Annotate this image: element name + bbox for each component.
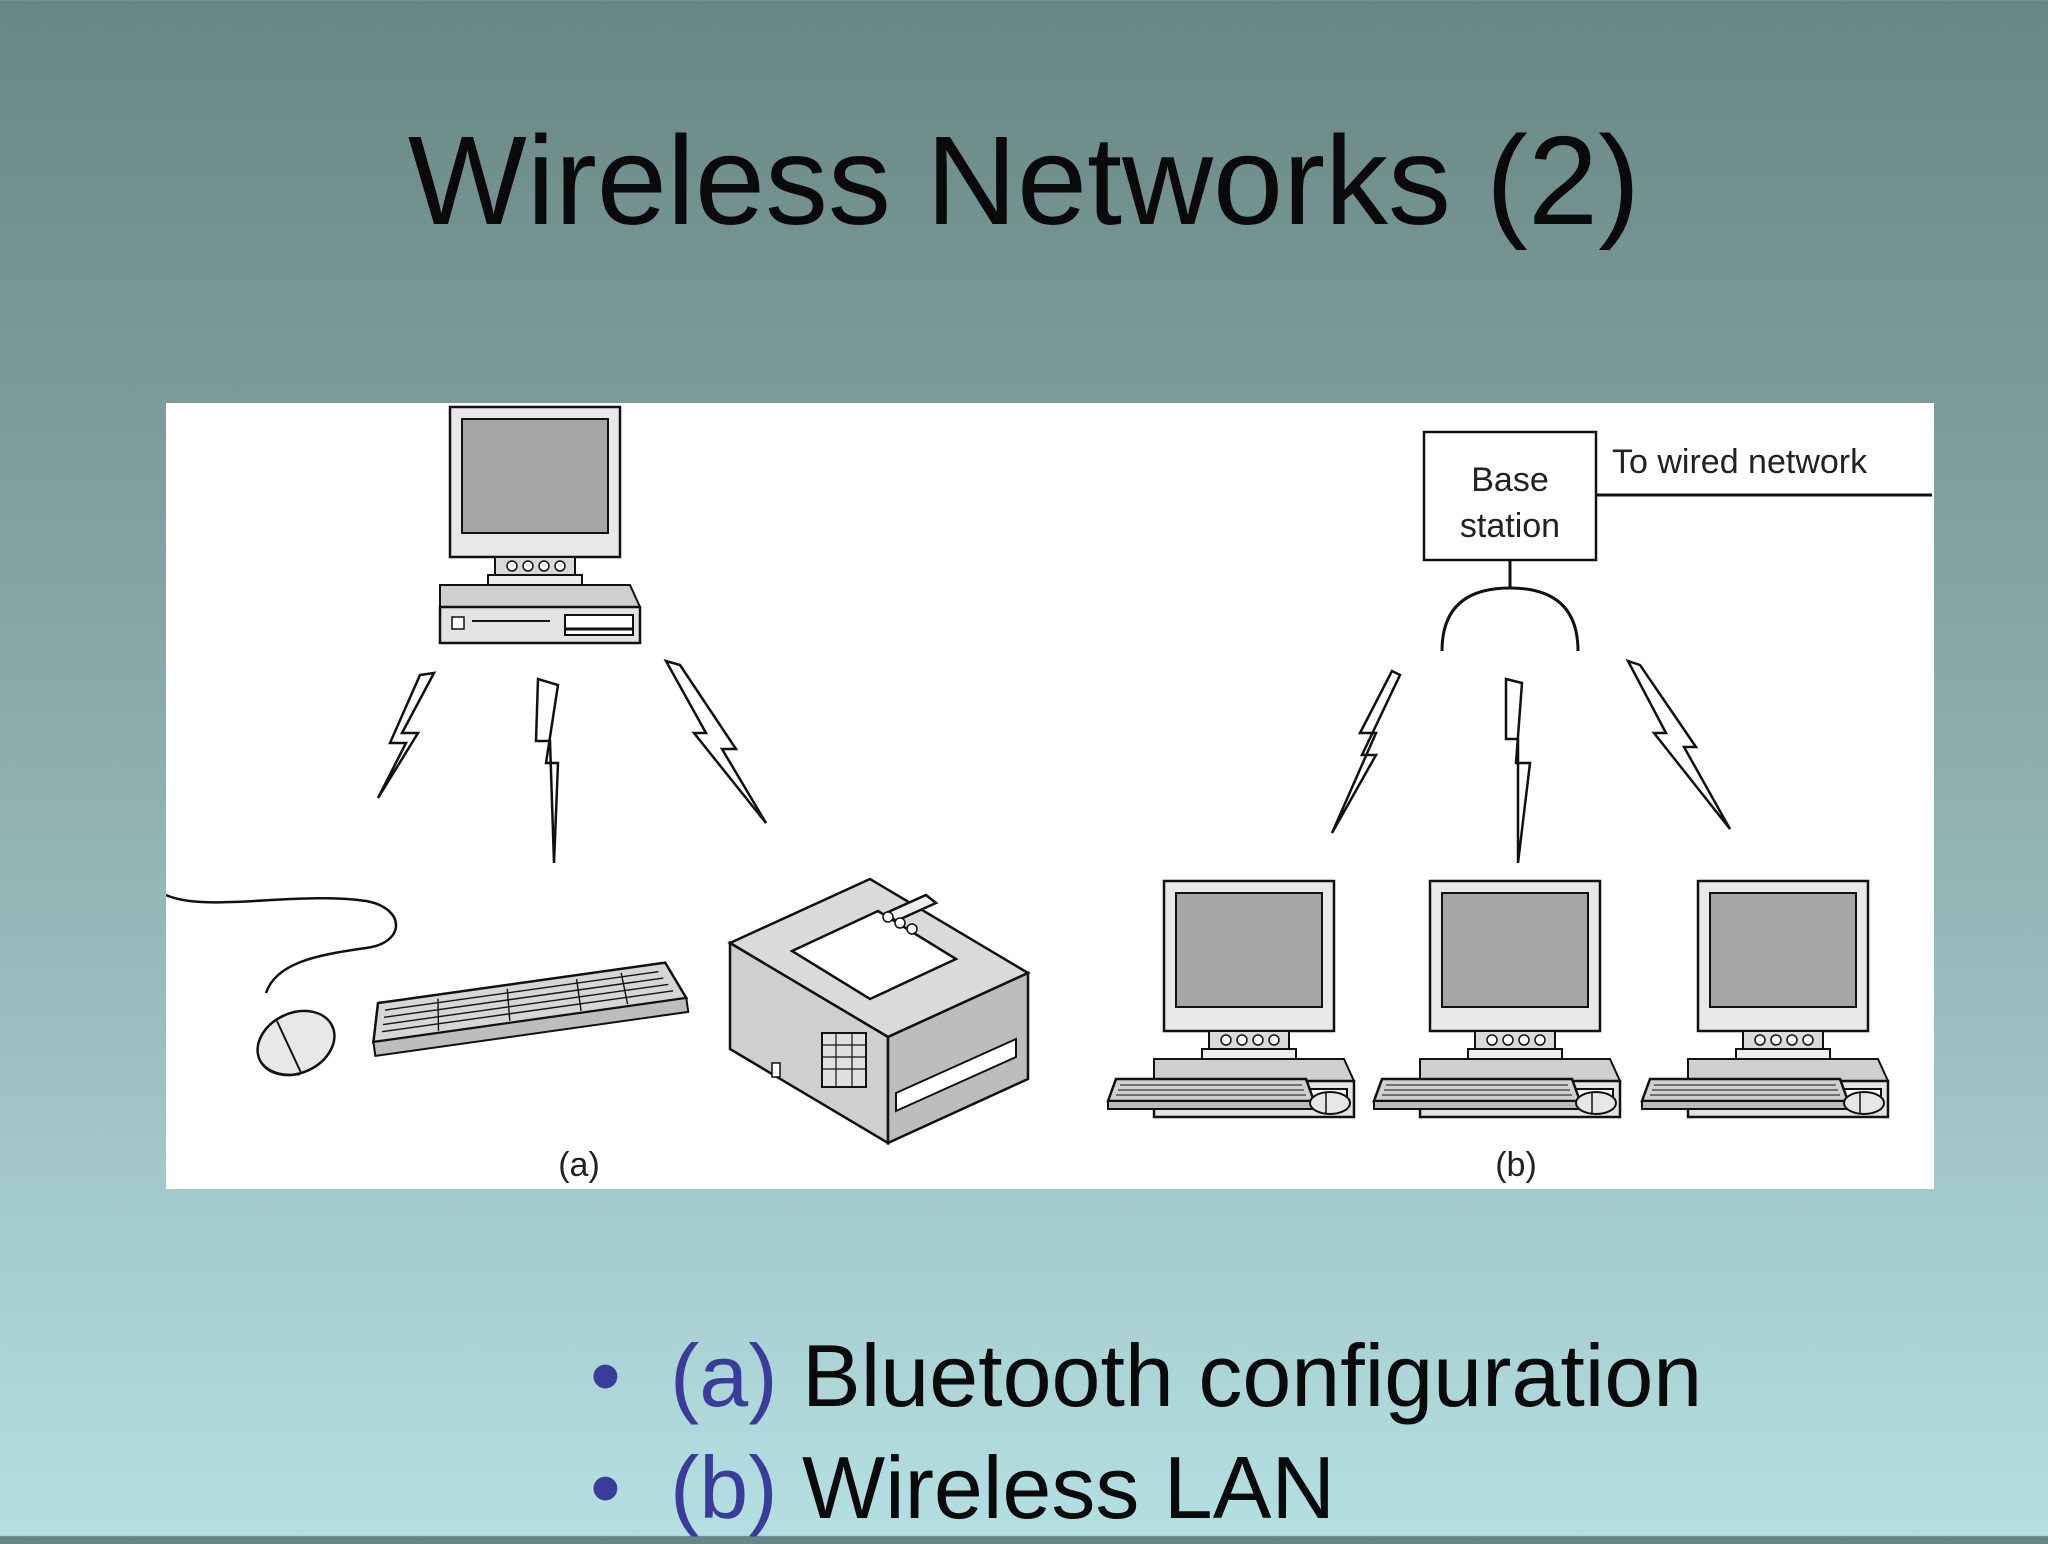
wireless-diagram: (a) Base station To wired network (166, 403, 1934, 1189)
bullet-item: • (b) Wireless LAN (590, 1432, 1702, 1544)
lightning-bolt (1330, 669, 1402, 834)
slide-title: Wireless Networks (2) (407, 110, 1641, 251)
lightning-bolt (663, 658, 768, 824)
workstation (1640, 879, 1890, 1119)
panel-a-caption: (a) (558, 1146, 600, 1184)
bullet-tag: (b) (670, 1438, 778, 1537)
keyboard (371, 961, 690, 1058)
panel-b-caption: (b) (1495, 1146, 1537, 1184)
bullet-tag: (a) (670, 1326, 778, 1425)
lightning-bolt (1504, 677, 1532, 864)
bullet-text: Bluetooth configuration (777, 1326, 1703, 1425)
base-station-box (1422, 430, 1598, 562)
lightning-bolt (534, 677, 560, 864)
antenna (1440, 560, 1580, 652)
workstation (1372, 879, 1622, 1119)
bullet-marker: • (590, 1326, 621, 1425)
panel-a-computer (438, 405, 642, 645)
base-station-label-line1: Base (1471, 461, 1549, 499)
printer (727, 877, 1031, 1146)
bullet-text: Wireless LAN (777, 1438, 1335, 1537)
bullet-list: • (a) Bluetooth configuration • (b) Wirele… (590, 1320, 1702, 1544)
lightning-bolt (376, 671, 437, 799)
workstation (1106, 879, 1356, 1119)
bullet-marker: • (590, 1438, 621, 1537)
lightning-bolt (1625, 658, 1732, 830)
bullet-item: • (a) Bluetooth configuration (590, 1320, 1702, 1432)
wired-network-label: To wired network (1612, 443, 1868, 481)
base-station-label-line2: station (1460, 507, 1560, 545)
mouse (166, 893, 398, 1077)
